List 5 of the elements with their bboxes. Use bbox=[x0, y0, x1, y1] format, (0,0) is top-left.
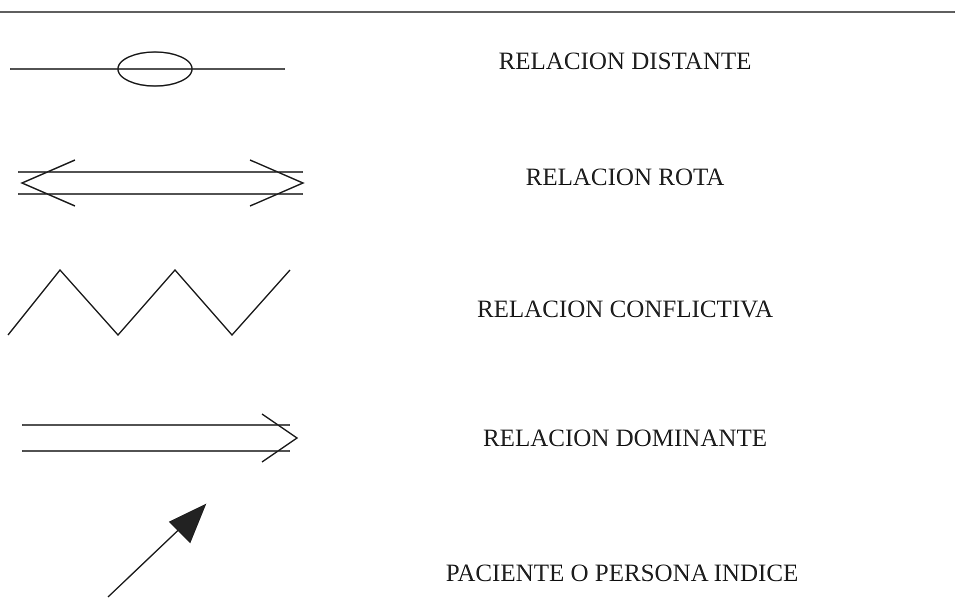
legend-label: RELACION CONFLICTIVA bbox=[476, 296, 774, 324]
legend-label: RELACION DISTANTE bbox=[498, 48, 752, 76]
legend-label: RELACION DOMINANTE bbox=[483, 425, 767, 453]
legend-label: PACIENTE O PERSONA INDICE bbox=[446, 560, 798, 588]
legend-label: RELACION ROTA bbox=[526, 164, 724, 192]
